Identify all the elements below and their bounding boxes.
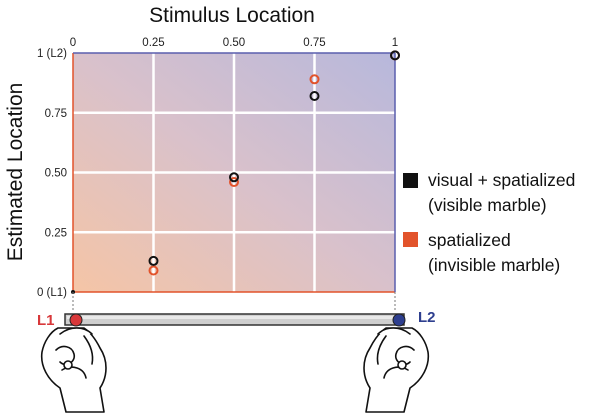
y-axis-label: Estimated Location [4,83,27,262]
point-series1-0 [148,265,159,276]
axes [72,52,396,293]
marble-track-bar [64,313,405,326]
left-end-label: L1 [37,312,55,329]
data-points [71,50,400,294]
y-tick-label-3: 0.75 [45,108,67,120]
bar-highlight [67,316,402,319]
legend-label-spatial-line1: spatialized [428,230,511,250]
point-series1-2 [309,74,320,85]
left-marble-end [69,313,83,327]
legend-label-visual-line1: visual + spatialized [428,170,575,190]
y-tick-label-0: 0 (L1) [37,287,67,299]
y-tick-label-4: 1 (L2) [37,48,67,60]
x-tick-labels: 0 0.25 0.50 0.75 1 [70,37,398,49]
legend-swatch-spatial [403,232,418,247]
legend: visual + spatialized (visible marble) sp… [403,170,575,275]
point-series0-4 [390,50,400,61]
point-series0-3 [309,91,320,102]
x-tick-label-1: 0.25 [142,37,164,49]
legend-label-spatial-line2: (invisible marble) [428,255,560,275]
x-tick-label-3: 0.75 [303,37,325,49]
y-tick-label-1: 0.25 [45,227,67,239]
point-series0-1 [148,255,159,266]
chart-title: Stimulus Location [149,4,315,27]
right-hand-icon [363,327,430,413]
point-series1-1 [229,177,239,188]
x-tick-label-2: 0.50 [223,37,245,49]
legend-swatch-visual [403,173,418,188]
right-marble-end [392,313,406,327]
x-tick-label-4: 1 [392,37,398,49]
right-end-label: L2 [418,309,436,326]
y-tick-label-2: 0.50 [45,168,67,180]
apparatus: L1 L2 [37,292,436,413]
legend-label-visual-line2: (visible marble) [428,195,547,215]
point-series0-2 [229,172,239,183]
y-tick-labels: 0 (L1) 0.25 0.50 0.75 1 (L2) [37,48,67,299]
x-tick-label-0: 0 [70,37,76,49]
left-hand-icon [40,327,107,413]
